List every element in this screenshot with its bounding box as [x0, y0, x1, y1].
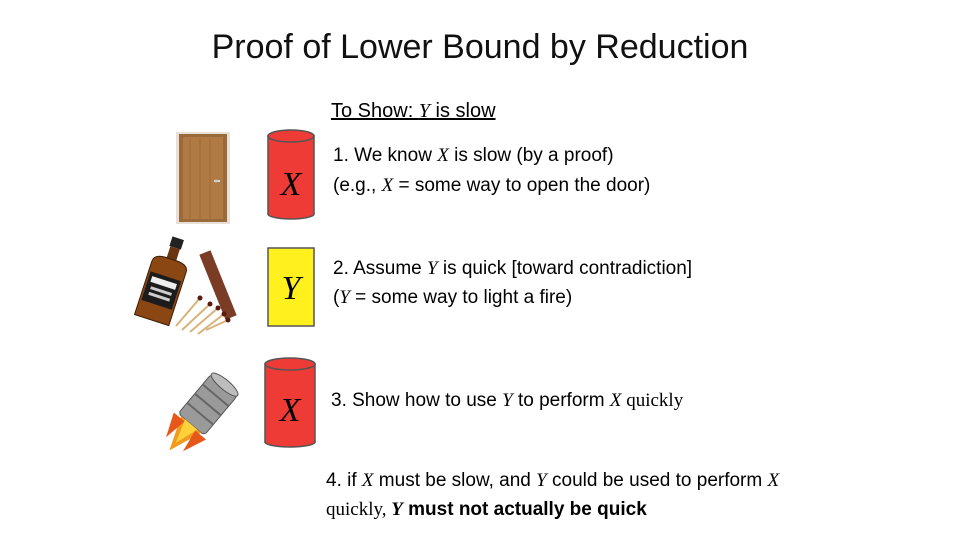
heading-var: Y — [418, 100, 430, 122]
matches-image — [175, 250, 237, 335]
cylinder-x-top: X — [266, 128, 316, 220]
text: quickly, — [326, 499, 392, 520]
cylinder-shape — [264, 357, 316, 448]
to-show-heading: To Show: Y is slow — [331, 100, 496, 123]
cylinder-x-bottom: X — [263, 356, 317, 448]
var: X — [767, 470, 780, 491]
var: X — [609, 390, 622, 411]
heading-prefix: To Show: — [331, 100, 419, 122]
text: 3. Show how to use — [331, 390, 503, 411]
var: X — [437, 145, 449, 166]
cylinder-label: Y — [281, 270, 301, 307]
text: is slow (by a proof) — [448, 145, 614, 166]
text: quickly — [621, 390, 684, 411]
step-2-line-1: 2. Assume Y is quick [toward contradicti… — [333, 255, 692, 283]
text: to perform — [512, 390, 610, 411]
heading-suffix: is slow — [429, 100, 496, 122]
text: is quick [toward contradiction] — [437, 258, 693, 279]
cylinder-shape — [267, 129, 315, 220]
text: could be used to perform — [546, 470, 768, 491]
slide-title: Proof of Lower Bound by Reduction — [211, 28, 749, 66]
step-1-line-2: (e.g., X = some way to open the door) — [333, 172, 650, 200]
text: = some way to open the door) — [393, 175, 651, 196]
var: X — [361, 470, 374, 491]
door-image — [176, 132, 230, 224]
var: X — [381, 175, 394, 196]
step-3-line-1: 3. Show how to use Y to perform X quickl… — [331, 387, 683, 415]
step-2-line-2: (Y = some way to light a fire) — [333, 284, 572, 312]
text: = some way to light a fire) — [349, 287, 573, 308]
rocket-image — [166, 372, 239, 452]
text: must not actually be quick — [402, 499, 647, 520]
var: Y — [391, 499, 403, 520]
cylinder-label: X — [280, 166, 302, 203]
text: 2. Assume — [333, 258, 427, 279]
step-1-line-1: 1. We know X is slow (by a proof) — [333, 142, 614, 170]
step-4-line-2: quickly, Y must not actually be quick — [326, 496, 647, 524]
text: 1. We know — [333, 145, 438, 166]
var: Y — [427, 258, 438, 279]
var: Y — [536, 470, 547, 491]
whiskey-bottle-image — [134, 236, 187, 327]
box-shape — [267, 247, 315, 327]
text: (e.g., — [333, 175, 382, 196]
cylinder-y: Y — [266, 246, 316, 328]
var: Y — [502, 390, 513, 411]
var: Y — [339, 287, 350, 308]
cylinder-label: X — [279, 392, 301, 429]
text: ( — [333, 287, 340, 308]
text: must be slow, and — [373, 470, 537, 491]
step-4-line-1: 4. if X must be slow, and Y could be use… — [326, 467, 779, 495]
text: 4. if — [326, 470, 362, 491]
